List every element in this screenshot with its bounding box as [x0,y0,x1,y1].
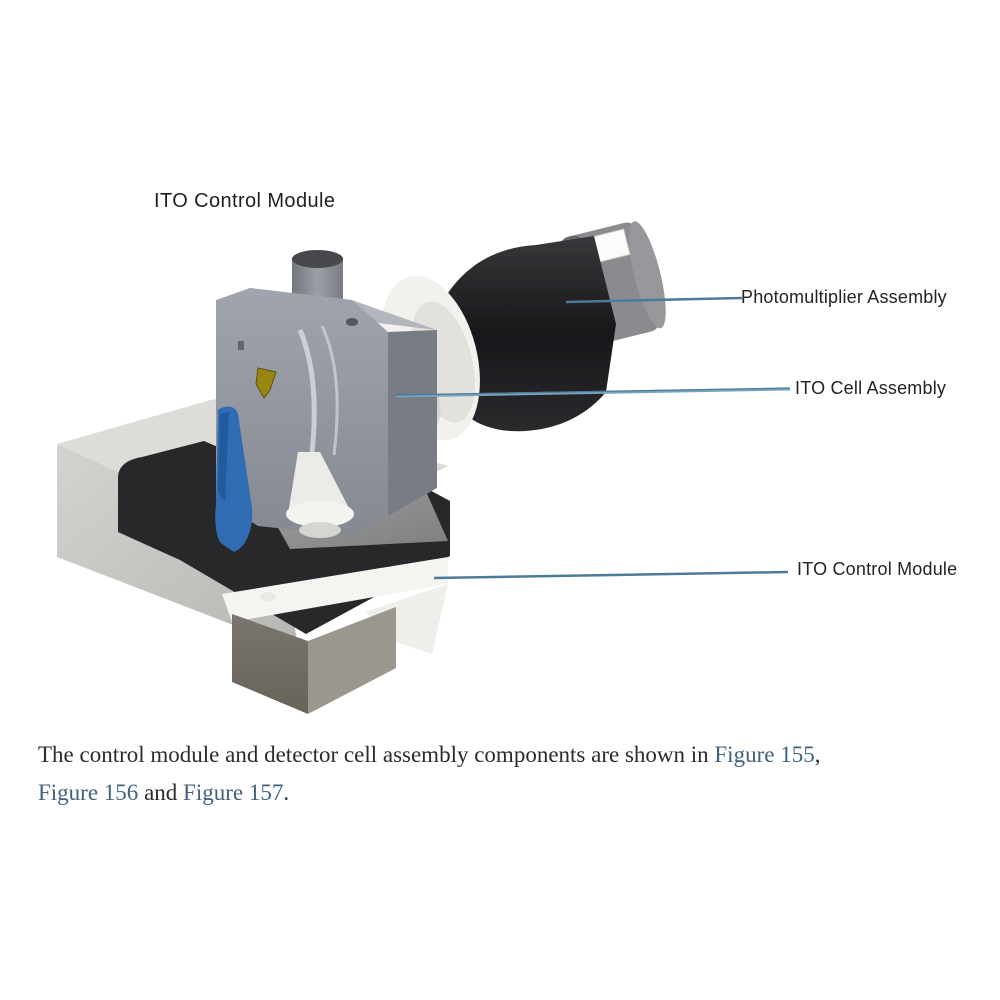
leader-line-cell [395,387,791,396]
surface-highlight [320,325,339,456]
figure-title-label: ITO Control Module [154,190,336,212]
mounting-foot [232,607,396,714]
figure-155-link[interactable]: Figure 155 [714,742,815,767]
panel-marking [238,341,244,350]
figure-156-link[interactable]: Figure 156 [38,780,139,805]
body-separator-2: and [138,780,184,805]
surface-highlight [297,329,317,471]
body-paragraph: The control module and detector cell ass… [38,736,958,812]
body-line-2: Figure 156 and Figure 157. [38,774,958,812]
callout-ito-cell-assembly: ITO Cell Assembly [795,378,947,398]
leader-line-cell-outer [395,387,791,398]
body-separator-1: , [814,742,821,767]
drip-funnel [286,452,354,538]
figure-157-link[interactable]: Figure 157 [183,780,284,805]
leader-line-photomultiplier [565,296,743,304]
control-module-box [216,288,437,602]
callout-photomultiplier-assembly: Photomultiplier Assembly [741,287,947,307]
white-band [222,557,448,654]
leader-line-control-module [433,570,789,580]
body-sentence-prefix: The control module and detector cell ass… [38,742,715,767]
warning-symbol [255,367,277,399]
blue-clamp [215,406,253,552]
callout-ito-control-module: ITO Control Module [797,559,958,579]
photomultiplier-cylinder [446,236,616,432]
body-line-1: The control module and detector cell ass… [38,736,958,774]
body-sentence-end: . [283,780,290,805]
top-fastener [346,318,358,326]
